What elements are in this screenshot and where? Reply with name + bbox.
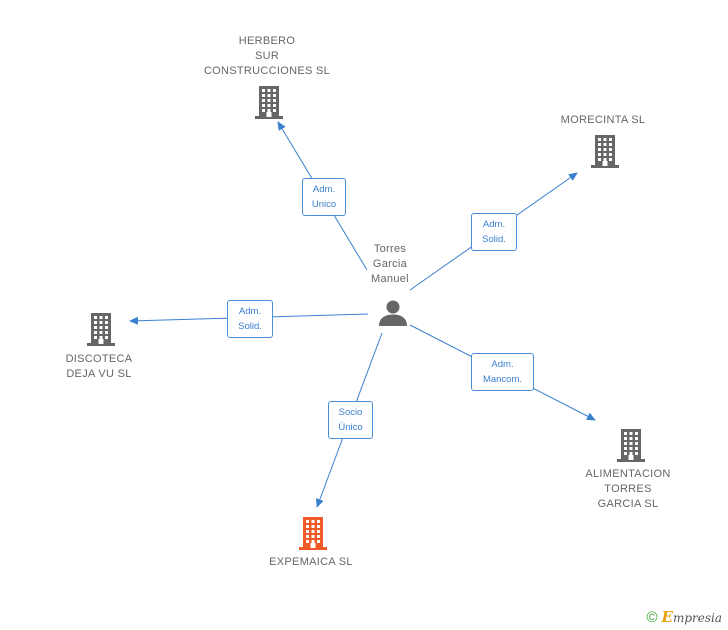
- center-name-line-2: Garcia: [372, 258, 408, 270]
- relation-label-morecinta: Adm.Solid.: [471, 213, 517, 251]
- center-name-line-3: Manuel: [371, 273, 409, 285]
- company-label-morecinta[interactable]: MORECINTA SL: [560, 114, 646, 126]
- footer-brand[interactable]: © Empresia: [646, 608, 722, 626]
- copyright-icon: ©: [646, 608, 658, 626]
- person-icon[interactable]: [378, 298, 408, 328]
- company-label-discoteca[interactable]: DISCOTECA DEJA VU SL: [65, 353, 133, 380]
- center-name-line-1: Torres: [373, 243, 407, 255]
- building-icon[interactable]: [86, 312, 116, 346]
- relation-label-alimentacion: Adm.Mancom.: [471, 353, 534, 391]
- center-person-label[interactable]: Torres Garcia Manuel: [355, 242, 425, 287]
- company-label-herbero[interactable]: HERBERO SUR CONSTRUCCIONES SL: [203, 35, 331, 77]
- relation-label-discoteca: Adm.Solid.: [227, 300, 273, 338]
- company-label-alimentacion[interactable]: ALIMENTACION TORRES GARCIA SL: [585, 468, 671, 510]
- building-icon[interactable]: [254, 85, 284, 119]
- building-icon[interactable]: [616, 428, 646, 462]
- building-icon-highlight[interactable]: [298, 516, 328, 550]
- relation-label-herbero: Adm.Unico: [302, 178, 346, 216]
- building-icon[interactable]: [590, 134, 620, 168]
- brand-logo: Empresia: [661, 608, 723, 626]
- company-label-expemaica[interactable]: EXPEMAICA SL: [269, 556, 353, 568]
